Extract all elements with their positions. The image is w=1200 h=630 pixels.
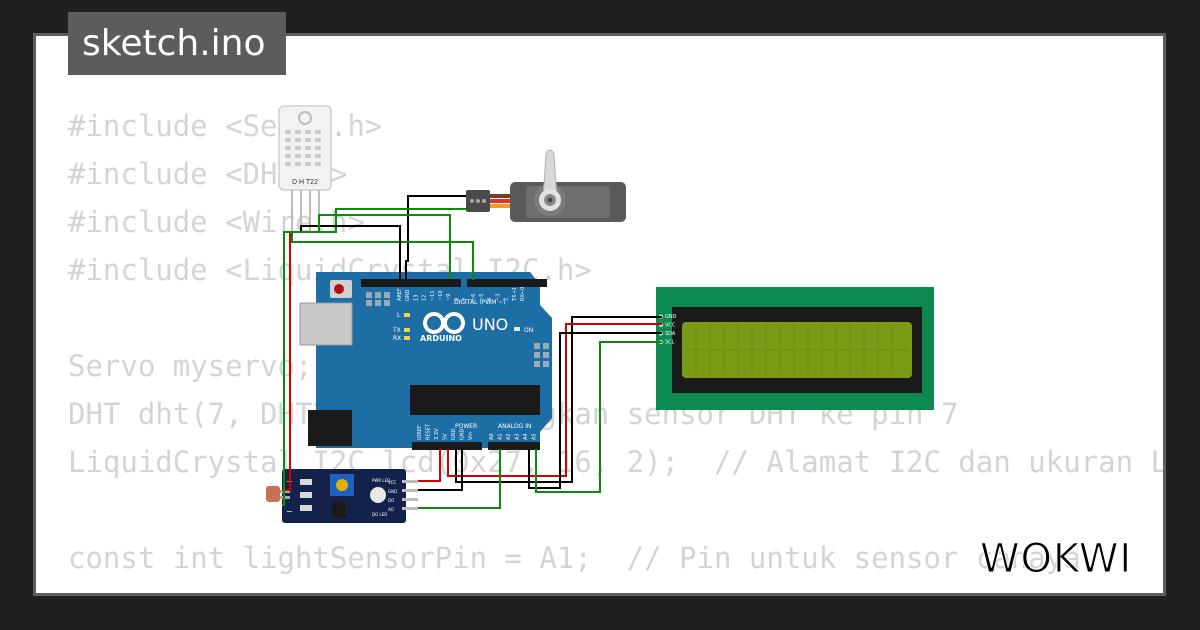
arduino-brand-label: ARDUINO xyxy=(420,334,462,343)
power-pin-label: 3.3V xyxy=(434,428,440,440)
wire-lcd-scl xyxy=(535,341,662,493)
power-label: POWER xyxy=(455,423,477,430)
code-line: LiquidCrystal_I2C lcd(0x27, 16, 2); // A… xyxy=(68,445,1166,479)
ldr-pin-label: DO xyxy=(388,498,394,503)
lcd-pin-label: VCC xyxy=(665,323,676,329)
code-line: int lightThreshold = 500; // Nilai amban… xyxy=(68,582,1163,593)
ldr-pin-label: AO xyxy=(388,507,394,512)
digital-pwm-label: DIGITAL (PWM ~) xyxy=(454,299,506,306)
wire-dht-gnd xyxy=(300,225,401,279)
wokwi-logo-text: WOKWI xyxy=(980,536,1132,580)
digital-pin-label: 12 xyxy=(422,295,428,301)
power-pin-label: GND xyxy=(451,428,457,440)
digital-pin-label: ~9 xyxy=(446,294,452,301)
digital-pin-label: GND xyxy=(405,289,411,301)
digital-pin-label: AREF xyxy=(397,288,403,301)
power-pin-label: 5V xyxy=(443,433,449,440)
arduino-model-label: UNO xyxy=(472,315,508,334)
file-title: sketch.ino xyxy=(68,12,286,75)
wire-servo-gnd xyxy=(405,195,466,279)
led-label-tx: TX xyxy=(392,327,401,334)
ldr-pwr-led-label: PWR LED xyxy=(372,478,390,483)
power-pin-label: GND xyxy=(460,428,466,440)
dht22-label: D H T22 xyxy=(292,179,318,186)
servo-motor[interactable] xyxy=(466,149,626,222)
digital-pin-label: 13 xyxy=(413,295,419,301)
svg-text:−: − xyxy=(286,507,293,516)
wire-dht-side xyxy=(282,231,310,506)
dht22-grille xyxy=(285,130,321,166)
wire-dht-data xyxy=(291,232,474,280)
ldr-pin-label: GND xyxy=(388,489,397,494)
digital-pin-label: 7 xyxy=(463,298,469,301)
arduino-infinity-logo xyxy=(423,312,465,334)
led-label-rx: RX xyxy=(393,335,401,342)
digital-pin-label: ~6 xyxy=(471,294,477,301)
digital-pin-label: TX→1 xyxy=(512,287,518,302)
wire-lcd-gnd xyxy=(455,316,662,483)
ldr-do-led-label: DO LED xyxy=(372,512,387,517)
digital-pin-label: 2 xyxy=(504,298,510,301)
arduino-uno[interactable]: UNO ARDUINO DIGITAL (PWM ~) POWER ANALOG… xyxy=(299,272,552,450)
digital-pin-label: ~11 xyxy=(430,290,436,301)
lcd-16x2-i2c[interactable]: GND VCC SDA SCL xyxy=(656,287,934,410)
lcd-pin-label: GND xyxy=(665,314,677,320)
digital-pin-label: ~10 xyxy=(438,290,444,301)
on-led-label: ON xyxy=(524,327,533,334)
analog-pin-label: A3 xyxy=(515,433,521,440)
analog-pin-label: A1 xyxy=(498,433,504,440)
analog-pin-label: A2 xyxy=(506,433,512,440)
power-pin-label: RESET xyxy=(426,423,432,440)
code-line: const int lightSensorPin = A1; // Pin un… xyxy=(68,541,1081,575)
wire-dht-pin7 xyxy=(318,214,451,279)
analog-pin-label: A4 xyxy=(523,433,529,440)
wire-ldr-ao xyxy=(418,449,501,509)
digital-pin-label: ~5 xyxy=(479,294,485,301)
code-line: #include <Wire.h> xyxy=(68,205,365,239)
digital-pin-label: 8 xyxy=(454,298,460,301)
power-pin-label: IOREF xyxy=(417,425,423,440)
led-label-l: L xyxy=(397,312,401,319)
power-pin-label: Vin xyxy=(468,432,474,440)
digital-pin-label: ~3 xyxy=(495,294,501,301)
analog-pin-label: A0 xyxy=(489,433,495,440)
ldr-pin-labels: VCC GND DO AO xyxy=(388,480,397,512)
wires xyxy=(282,195,662,509)
preview-card: #include <Servo.h>#include <DHT.h>#inclu… xyxy=(33,33,1166,596)
wire-lcd-vcc xyxy=(447,323,662,477)
analog-pin-label: A5 xyxy=(532,433,538,440)
lcd-pin-label: SDA xyxy=(665,331,676,337)
lcd-pin-label: SCL xyxy=(665,340,675,346)
code-background: #include <Servo.h>#include <DHT.h>#inclu… xyxy=(68,102,1166,593)
analog-in-label: ANALOG IN xyxy=(498,423,531,430)
wokwi-logo: WOKWI xyxy=(980,536,1132,581)
wire-lcd-sda xyxy=(528,332,662,489)
wire-ldr-gnd xyxy=(418,449,463,491)
digital-pin-label: 4 xyxy=(487,298,493,301)
digital-pin-label: RX←0 xyxy=(520,287,526,301)
wire-servo-signal xyxy=(290,208,466,233)
ldr-pin-label: VCC xyxy=(388,480,397,485)
dht22-sensor[interactable]: D H T22 xyxy=(278,105,332,232)
wire-ldr-vcc xyxy=(418,449,441,482)
